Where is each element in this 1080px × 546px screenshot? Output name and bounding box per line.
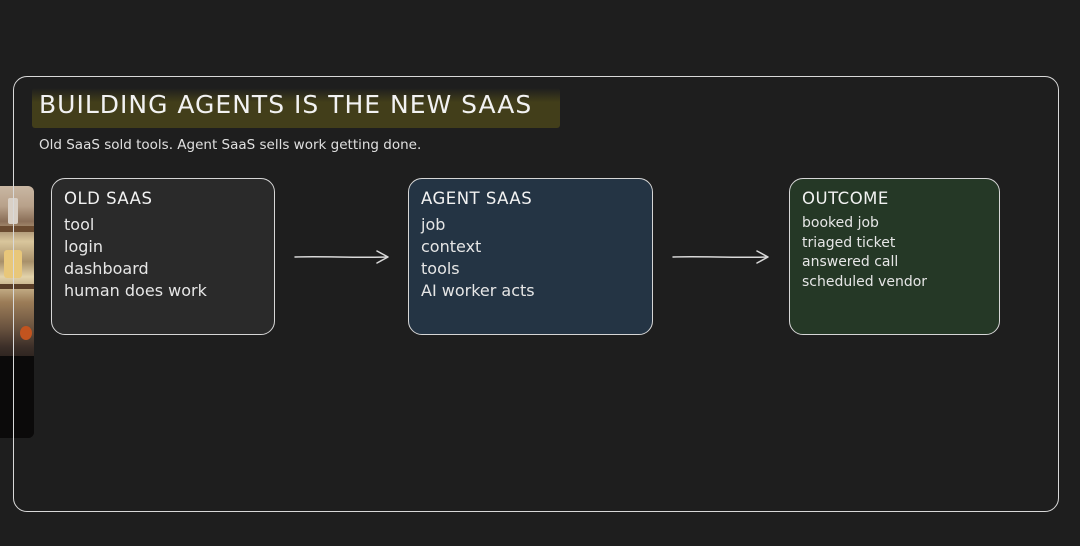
card-item: context xyxy=(421,237,482,256)
card-item-list: booked job triaged ticket answered call … xyxy=(802,214,987,292)
card-title: AGENT SAAS xyxy=(421,189,533,208)
webcam-thumbnail xyxy=(0,186,34,438)
card-item: AI worker acts xyxy=(421,281,535,300)
webcam-shelf xyxy=(0,226,34,232)
card-title: OUTCOME xyxy=(802,189,889,208)
webcam-shelf xyxy=(0,284,34,289)
card-item: human does work xyxy=(64,281,207,300)
card-agent-saas: AGENT SAAS job context tools AI worker a… xyxy=(408,178,653,335)
card-item: scheduled vendor xyxy=(802,273,928,290)
webcam-shadow xyxy=(0,356,34,438)
title-highlight xyxy=(32,88,560,128)
card-item: login xyxy=(64,237,103,256)
card-item: job xyxy=(421,215,446,234)
card-item: tool xyxy=(64,215,95,234)
card-item-list: tool login dashboard human does work xyxy=(64,214,262,302)
card-title: OLD SAAS xyxy=(64,189,153,208)
arrow-right-icon xyxy=(672,250,769,264)
slide-subtitle: Old SaaS sold tools. Agent SaaS sells wo… xyxy=(39,137,422,153)
slide-frame xyxy=(13,76,1059,512)
card-old-saas: OLD SAAS tool login dashboard human does… xyxy=(51,178,275,335)
card-item: dashboard xyxy=(64,259,149,278)
card-item-list: job context tools AI worker acts xyxy=(421,214,640,302)
card-outcome: OUTCOME booked job triaged ticket answer… xyxy=(789,178,1000,335)
card-item: triaged ticket xyxy=(802,234,896,251)
card-item: tools xyxy=(421,259,460,278)
arrow-right-icon xyxy=(294,250,389,264)
webcam-fruit xyxy=(20,326,32,340)
slide-title: BUILDING AGENTS IS THE NEW SAAS xyxy=(39,90,533,119)
card-item: answered call xyxy=(802,254,899,270)
card-item: booked job xyxy=(802,215,879,231)
